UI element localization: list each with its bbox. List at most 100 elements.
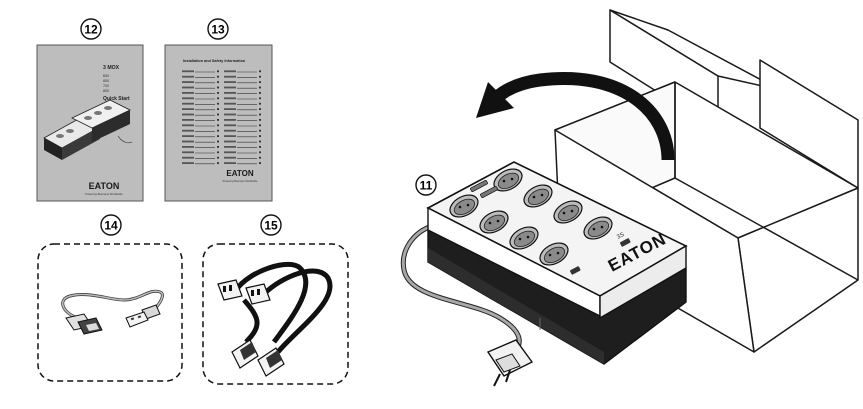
callout-11: 11 — [415, 174, 437, 196]
iec-c13-connector-icon — [245, 283, 271, 305]
index-entry-label — [182, 108, 194, 110]
index-entry-label — [224, 113, 236, 116]
ups-device: 3S EATON — [400, 161, 688, 387]
callout-13: 13 — [207, 18, 229, 40]
index-entry-label — [182, 151, 194, 154]
index-entry-page — [217, 113, 219, 116]
iec-power-cords-box — [202, 243, 349, 385]
index-entry-label — [224, 162, 236, 164]
quick-start-booklet: 3 MOX 650 850 700 850 Quick Start EATON … — [36, 44, 144, 202]
quick-start-subtitle: Quick Start — [103, 96, 130, 102]
outlet-row-back — [493, 168, 613, 240]
callout-15: 15 — [260, 214, 282, 236]
safety-sheet-brand-logo: EATON — [226, 169, 253, 178]
quick-start-model-4: 850 — [103, 89, 109, 93]
index-entry-page — [259, 92, 261, 94]
safety-sheet-title: Installation and Safety Information — [183, 59, 246, 63]
index-entry-page — [259, 129, 261, 132]
iec-c14-connector-icon — [257, 347, 285, 377]
index-entry-label — [182, 113, 194, 116]
safety-information-sheet: Installation and Safety Information EATO… — [164, 44, 273, 202]
index-entry-page — [259, 81, 261, 83]
outlet-socket-icon — [509, 226, 539, 250]
index-entry-label — [182, 92, 194, 94]
index-entry-page — [259, 97, 261, 100]
index-entry-label — [224, 108, 236, 110]
index-entry-label — [224, 81, 236, 83]
index-entry-label — [182, 124, 194, 127]
index-entry-label — [182, 146, 194, 148]
index-entry-page — [259, 113, 261, 116]
index-entry-page — [217, 108, 219, 110]
index-entry-label — [182, 119, 194, 121]
svg-text:15: 15 — [264, 219, 278, 233]
index-entry-page — [217, 75, 219, 78]
outlet-socket-icon — [449, 194, 479, 218]
index-entry-label — [224, 70, 236, 73]
index-entry-label — [182, 129, 194, 132]
index-entry-page — [259, 146, 261, 148]
quick-start-tagline: Powering Business Worldwide — [85, 192, 123, 196]
indicator-tab — [619, 238, 631, 247]
quick-start-brand-logo: EATON — [89, 181, 120, 191]
index-entry-page — [259, 162, 261, 164]
index-entry-page — [259, 156, 261, 159]
index-entry-label — [182, 102, 194, 105]
index-entry-label — [182, 156, 194, 159]
outlet-socket-icon — [553, 200, 583, 224]
index-entry-page — [259, 102, 261, 105]
index-entry-page — [217, 135, 219, 137]
indicator-tab — [569, 266, 581, 275]
outlet-socket-icon — [523, 184, 553, 208]
index-entry-page — [217, 102, 219, 105]
index-entry-label — [224, 119, 236, 121]
index-entry-page — [217, 92, 219, 94]
callout-14: 14 — [100, 214, 122, 236]
index-entry-page — [259, 75, 261, 78]
index-entry-page — [259, 70, 261, 73]
index-entry-label — [182, 81, 194, 83]
index-entry-page — [259, 108, 261, 110]
index-entry-page — [217, 86, 219, 89]
index-entry-page — [217, 140, 219, 143]
index-entry-page — [217, 97, 219, 100]
outlet-row-front — [449, 194, 631, 275]
usb-a-plug-icon — [125, 304, 161, 328]
outlet-socket-icon — [583, 216, 613, 240]
index-entry-page — [217, 129, 219, 132]
index-entry-page — [259, 124, 261, 127]
index-entry-label — [182, 135, 194, 137]
safety-sheet-tagline: Powering Business Worldwide — [223, 179, 258, 183]
index-entry-page — [217, 156, 219, 159]
ups-model-badge: 3S — [616, 232, 625, 241]
index-entry-label — [224, 156, 236, 159]
curved-arrow-icon — [476, 72, 675, 161]
usb-b-plug-icon — [65, 313, 103, 335]
quick-start-model-2: 850 — [103, 79, 109, 83]
index-entry-label — [224, 146, 236, 148]
usb-port-icon — [470, 180, 498, 198]
index-entry-label — [182, 75, 194, 78]
language-index-lines — [182, 70, 261, 165]
svg-text:11: 11 — [420, 179, 433, 193]
index-entry-label — [224, 129, 236, 132]
index-entry-page — [259, 140, 261, 143]
quick-start-model-3: 700 — [103, 84, 109, 88]
index-entry-label — [224, 97, 236, 100]
index-entry-label — [224, 75, 236, 78]
index-entry-page — [217, 146, 219, 148]
schuko-plug-icon — [486, 339, 534, 387]
svg-text:12: 12 — [84, 23, 98, 37]
index-entry-page — [259, 151, 261, 154]
index-entry-label — [224, 140, 236, 143]
index-entry-page — [217, 119, 219, 121]
index-entry-label — [182, 97, 194, 100]
outlet-socket-icon — [479, 210, 509, 234]
quick-start-title: 3 MOX — [103, 65, 120, 71]
index-entry-page — [217, 70, 219, 73]
index-entry-page — [259, 86, 261, 89]
index-entry-label — [182, 162, 194, 164]
index-entry-label — [182, 86, 194, 89]
